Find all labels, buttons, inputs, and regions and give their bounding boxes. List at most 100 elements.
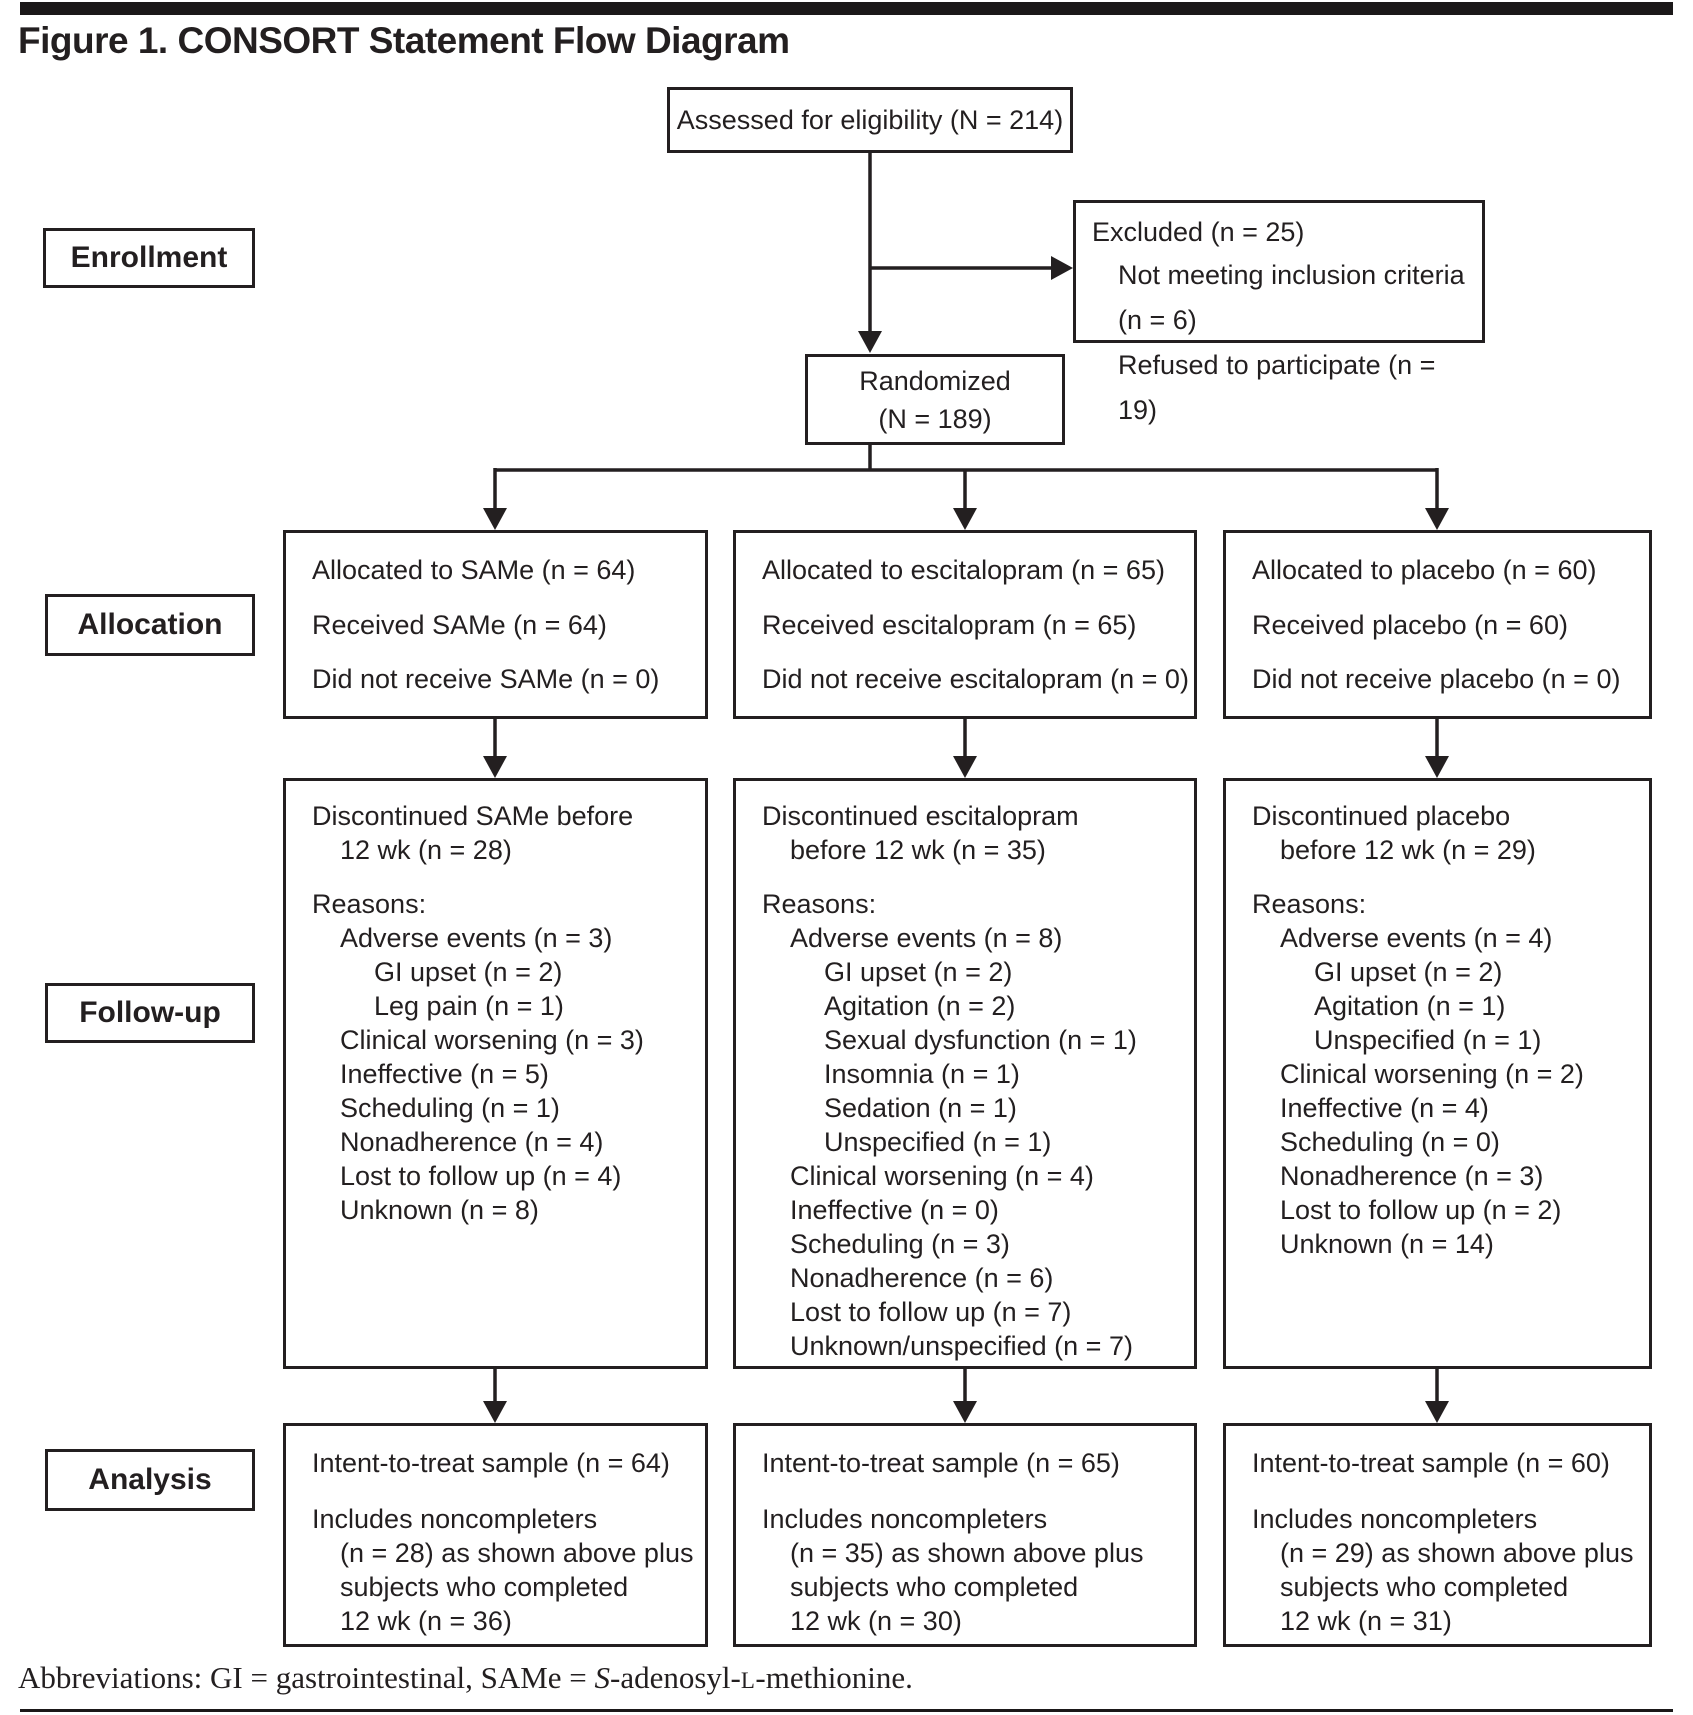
abbreviations-text: Abbreviations: GI = gastrointestinal, SA…: [18, 1660, 595, 1695]
assessed-box: Assessed for eligibility (N = 214): [667, 87, 1073, 153]
followup-reason: Lost to follow up (n = 7): [790, 1297, 1072, 1327]
analysis-box-placebo: Intent-to-treat sample (n = 60) Includes…: [1223, 1423, 1652, 1647]
followup-reason: Clinical worsening (n = 3): [340, 1025, 644, 1055]
followup-reason: Unspecified (n = 1): [824, 1127, 1052, 1157]
allocation-box-placebo: Allocated to placebo (n = 60) Received p…: [1223, 530, 1652, 719]
followup-reason: Scheduling (n = 1): [340, 1093, 560, 1123]
followup-reason: Nonadherence (n = 6): [790, 1263, 1054, 1293]
followup-reason: Sedation (n = 1): [824, 1093, 1017, 1123]
followup-reason: Adverse events (n = 8): [790, 923, 1063, 953]
abbreviations-text: -adenosyl-: [610, 1660, 741, 1695]
followup-reason: Agitation (n = 2): [824, 991, 1016, 1021]
followup-reason: Nonadherence (n = 4): [340, 1127, 604, 1157]
analysis-line: Intent-to-treat sample (n = 64): [312, 1448, 670, 1478]
followup-box-escitalopram: Discontinued escitalopram before 12 wk (…: [733, 778, 1197, 1369]
allocation-line: Did not receive placebo (n = 0): [1252, 663, 1621, 694]
excluded-header: Excluded (n = 25): [1092, 217, 1305, 247]
followup-reason: Lost to follow up (n = 2): [1280, 1195, 1562, 1225]
stage-label-analysis: Analysis: [45, 1449, 255, 1511]
arrows-followup-to-analysis: [483, 1368, 1449, 1423]
stage-label-enrollment: Enrollment: [43, 228, 255, 288]
followup-reason: Leg pain (n = 1): [374, 991, 564, 1021]
figure-title: Figure 1. CONSORT Statement Flow Diagram: [18, 20, 790, 61]
arrow-assessed-to-randomized: [858, 152, 882, 353]
randomized-line: (N = 189): [878, 403, 992, 434]
followup-reason: Ineffective (n = 4): [1280, 1093, 1489, 1123]
followup-reason: GI upset (n = 2): [824, 957, 1013, 987]
allocation-line: Allocated to placebo (n = 60): [1252, 555, 1597, 586]
followup-title: Discontinued placebo: [1252, 801, 1511, 831]
allocation-line: Allocated to escitalopram (n = 65): [762, 555, 1165, 586]
followup-reason: Clinical worsening (n = 4): [790, 1161, 1094, 1191]
analysis-line: Includes noncompleters: [1252, 1504, 1538, 1534]
analysis-box-same: Intent-to-treat sample (n = 64) Includes…: [283, 1423, 708, 1647]
followup-reason: Sexual dysfunction (n = 1): [824, 1025, 1137, 1055]
followup-title: before 12 wk (n = 29): [1280, 835, 1536, 865]
abbreviations-italic-s: S: [594, 1660, 611, 1695]
allocation-line: Received placebo (n = 60): [1252, 609, 1568, 640]
analysis-line: (n = 28) as shown above plus: [340, 1538, 694, 1568]
arrow-to-excluded: [870, 256, 1073, 280]
assessed-text: Assessed for eligibility (N = 214): [676, 105, 1064, 135]
followup-reason: Scheduling (n = 0): [1280, 1127, 1500, 1157]
followup-reasons-label: Reasons:: [312, 889, 427, 919]
followup-reason: Nonadherence (n = 3): [1280, 1161, 1544, 1191]
randomized-line: Randomized: [859, 365, 1011, 396]
analysis-line: (n = 29) as shown above plus: [1280, 1538, 1634, 1568]
followup-box-placebo: Discontinued placebo before 12 wk (n = 2…: [1223, 778, 1652, 1369]
analysis-box-escitalopram: Intent-to-treat sample (n = 65) Includes…: [733, 1423, 1197, 1647]
stage-label-followup: Follow-up: [45, 983, 255, 1043]
analysis-line: 12 wk (n = 31): [1280, 1606, 1452, 1636]
followup-reason: GI upset (n = 2): [374, 957, 563, 987]
followup-reason: Unknown/unspecified (n = 7): [790, 1331, 1133, 1361]
followup-reason: Clinical worsening (n = 2): [1280, 1059, 1584, 1089]
followup-title: before 12 wk (n = 35): [790, 835, 1046, 865]
followup-reasons-label: Reasons:: [762, 889, 877, 919]
followup-reason: Unknown (n = 8): [340, 1195, 539, 1225]
allocation-line: Received SAMe (n = 64): [312, 609, 607, 640]
followup-reason: Ineffective (n = 5): [340, 1059, 549, 1089]
excluded-reason: Refused to participate (n = 19): [1118, 350, 1436, 425]
stage-label-allocation: Allocation: [45, 594, 255, 656]
followup-box-same: Discontinued SAMe before 12 wk (n = 28) …: [283, 778, 708, 1369]
arrows-allocation-to-followup: [483, 718, 1449, 778]
analysis-line: subjects who completed: [340, 1572, 629, 1602]
followup-reason: Scheduling (n = 3): [790, 1229, 1010, 1259]
analysis-line: subjects who completed: [790, 1572, 1079, 1602]
followup-reason: Ineffective (n = 0): [790, 1195, 999, 1225]
analysis-line: Intent-to-treat sample (n = 60): [1252, 1448, 1610, 1478]
abbreviations-smallcap-l: L: [740, 1668, 756, 1693]
branch-randomized-to-arms: [483, 444, 1449, 530]
followup-reason: Adverse events (n = 4): [1280, 923, 1553, 953]
analysis-line: Includes noncompleters: [312, 1504, 598, 1534]
followup-reason: Lost to follow up (n = 4): [340, 1161, 622, 1191]
analysis-line: 12 wk (n = 30): [790, 1606, 962, 1636]
followup-reasons-label: Reasons:: [1252, 889, 1367, 919]
followup-title: 12 wk (n = 28): [340, 835, 512, 865]
top-rule: [20, 2, 1673, 15]
analysis-line: Includes noncompleters: [762, 1504, 1048, 1534]
abbreviations-text: -methionine.: [755, 1660, 913, 1695]
allocation-line: Did not receive SAMe (n = 0): [312, 663, 660, 694]
excluded-box: Excluded (n = 25) Not meeting inclusion …: [1073, 200, 1485, 425]
followup-reason: GI upset (n = 2): [1314, 957, 1503, 987]
followup-title: Discontinued escitalopram: [762, 801, 1079, 831]
followup-reason: Agitation (n = 1): [1314, 991, 1506, 1021]
allocation-line: Received escitalopram (n = 65): [762, 609, 1137, 640]
excluded-reason: Not meeting inclusion criteria (n = 6): [1118, 260, 1465, 335]
allocation-line: Allocated to SAMe (n = 64): [312, 555, 636, 586]
allocation-line: Did not receive escitalopram (n = 0): [762, 663, 1189, 694]
analysis-line: Intent-to-treat sample (n = 65): [762, 1448, 1120, 1478]
abbreviations-note: Abbreviations: GI = gastrointestinal, SA…: [18, 1660, 913, 1696]
randomized-box: Randomized (N = 189): [805, 354, 1065, 445]
followup-title: Discontinued SAMe before: [312, 801, 634, 831]
analysis-line: 12 wk (n = 36): [340, 1606, 512, 1636]
allocation-box-escitalopram: Allocated to escitalopram (n = 65) Recei…: [733, 530, 1197, 719]
followup-reason: Adverse events (n = 3): [340, 923, 613, 953]
followup-reason: Unspecified (n = 1): [1314, 1025, 1542, 1055]
followup-reason: Insomnia (n = 1): [824, 1059, 1020, 1089]
analysis-line: (n = 35) as shown above plus: [790, 1538, 1144, 1568]
followup-reason: Unknown (n = 14): [1280, 1229, 1494, 1259]
allocation-box-same: Allocated to SAMe (n = 64) Received SAMe…: [283, 530, 708, 719]
